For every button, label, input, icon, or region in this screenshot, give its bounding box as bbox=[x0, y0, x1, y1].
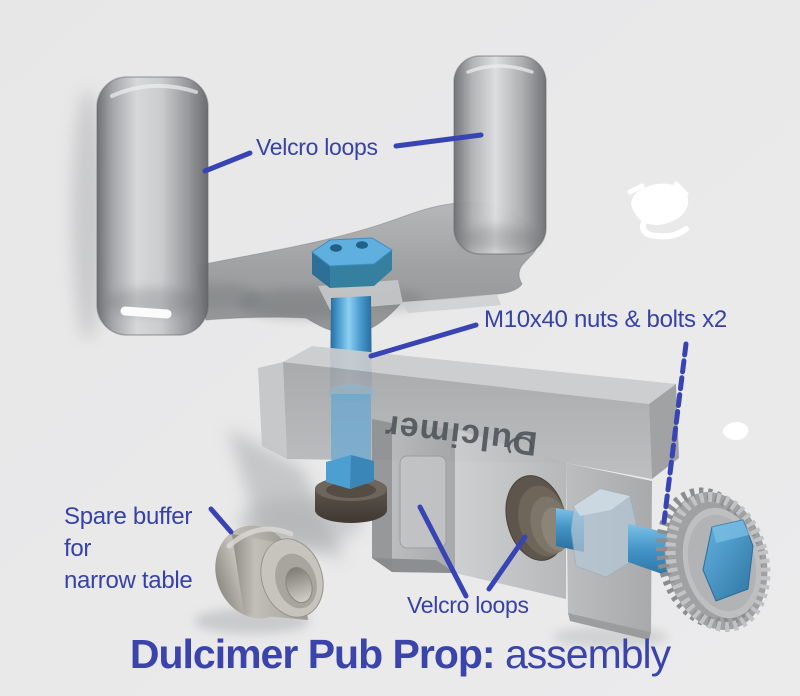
leader-m10-right bbox=[661, 341, 689, 525]
label-spare-buffer: Spare buffer for narrow table bbox=[64, 501, 193, 597]
cradle-left-arm bbox=[96, 76, 209, 336]
leader-velcro-top-right bbox=[393, 132, 484, 149]
label-spare-buffer-line3: narrow table bbox=[64, 567, 193, 594]
cradle-right-arm bbox=[453, 55, 547, 255]
leader-m10-left bbox=[368, 322, 479, 359]
white-blob-doodle bbox=[722, 422, 749, 440]
knurled-knob bbox=[656, 487, 771, 632]
diagram-title-bold: Dulcimer Pub Prop: bbox=[129, 631, 496, 677]
label-velcro-loops-bottom: Velcro loops bbox=[407, 592, 529, 618]
leg-slot bbox=[507, 436, 533, 454]
diagram-title: Dulcimer Pub Prop: assembly bbox=[0, 631, 800, 678]
vertical-bolt-lower bbox=[315, 394, 387, 523]
clamp-beam-top bbox=[283, 346, 676, 404]
white-scribble-doodle bbox=[627, 181, 689, 240]
velcro-recess bbox=[399, 455, 447, 549]
label-m10-nuts-bolts: M10x40 nuts & bolts x2 bbox=[484, 306, 727, 333]
leader-velcro-top-left bbox=[202, 150, 253, 174]
clamp-beam-left-end bbox=[258, 362, 287, 459]
nut-hole bbox=[330, 244, 342, 252]
spare-buffer bbox=[215, 525, 324, 620]
nut-hole bbox=[356, 241, 368, 249]
leader-lines bbox=[202, 132, 689, 599]
label-velcro-loops-top: Velcro loops bbox=[256, 134, 378, 160]
velcro-slot bbox=[120, 306, 172, 319]
label-spare-buffer-line2: for bbox=[64, 535, 92, 562]
leader-spare-buffer bbox=[208, 506, 234, 535]
horizontal-bolt-assembly bbox=[505, 475, 771, 632]
diagram-title-regular: assembly bbox=[494, 631, 671, 677]
leader-velcro-bottom-right bbox=[486, 534, 528, 592]
leader-velcro-bottom-left bbox=[417, 504, 469, 599]
top-hex-nut bbox=[311, 237, 393, 288]
label-spare-buffer-line1: Spare buffer bbox=[64, 503, 193, 530]
